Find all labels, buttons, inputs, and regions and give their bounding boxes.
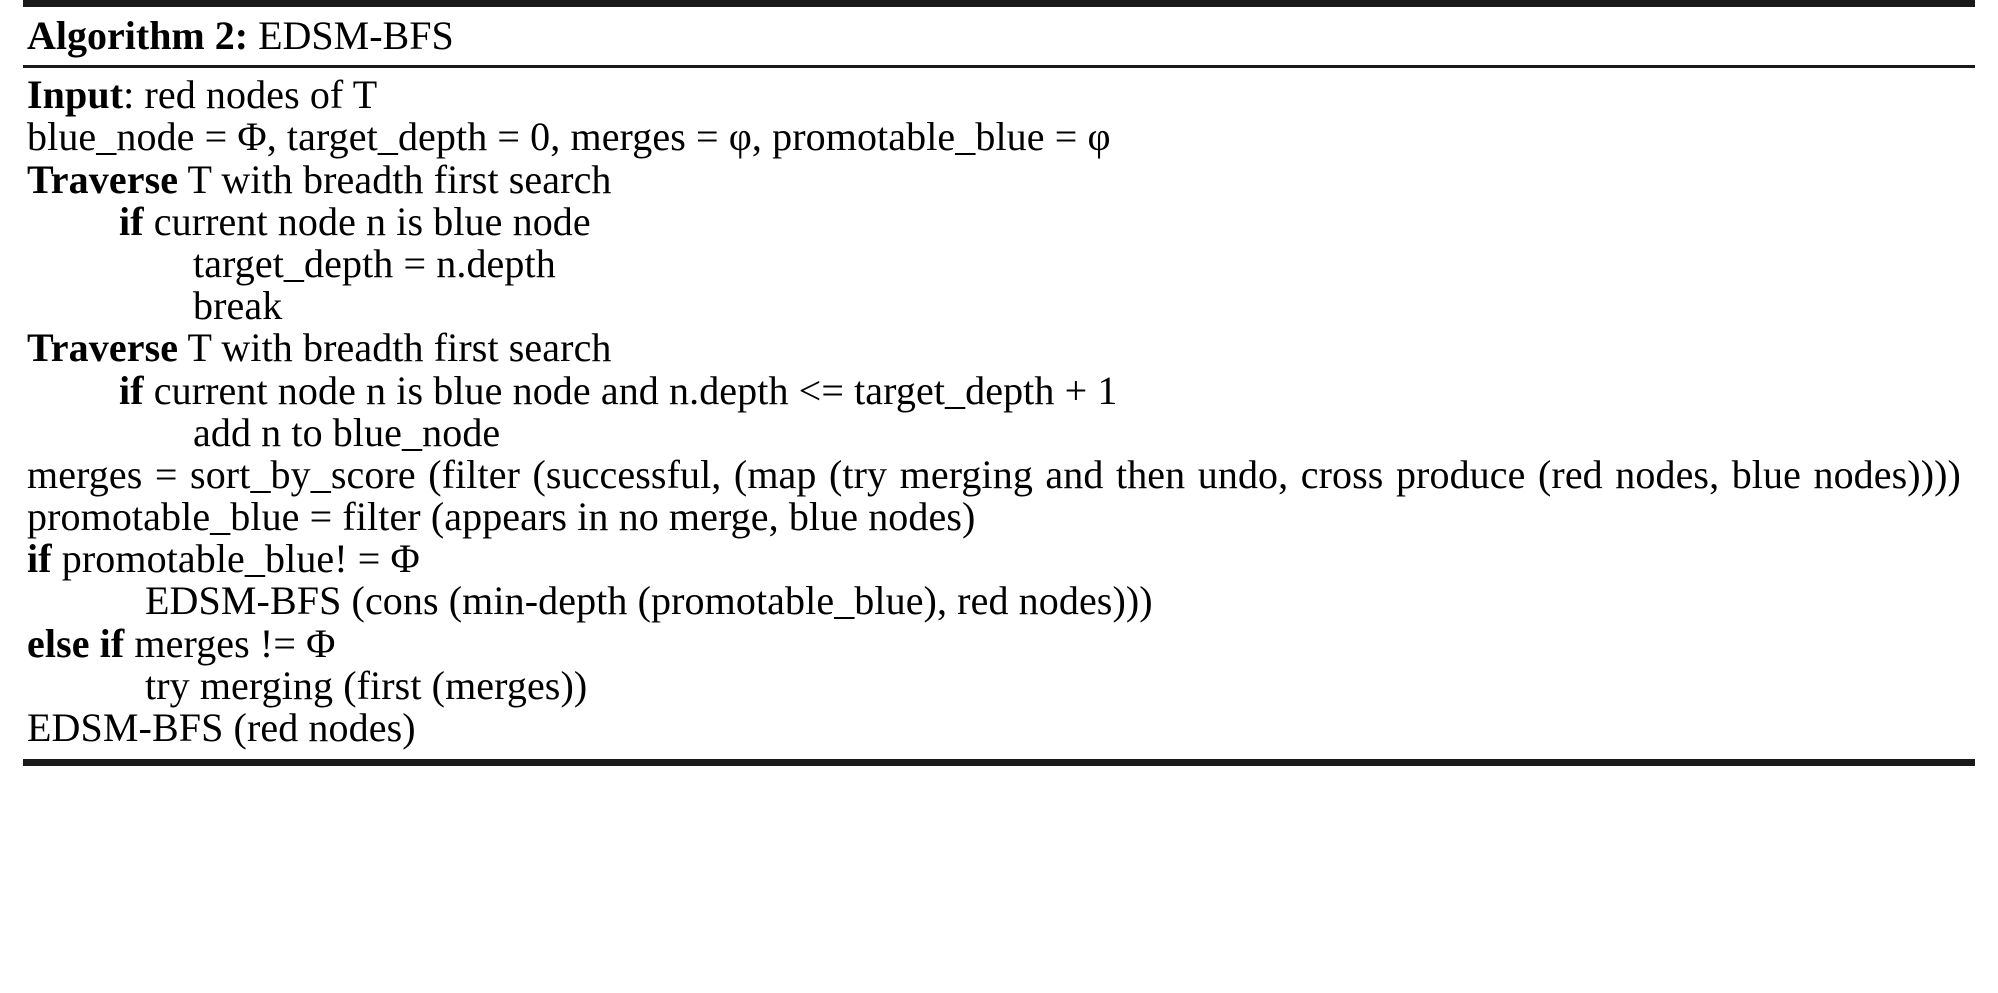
code-line-input: Input: red nodes of T [27, 74, 1975, 116]
code-line-init: blue_node = Φ, target_depth = 0, merges … [27, 116, 1975, 158]
algorithm-caption-keyword: Algorithm 2: [27, 13, 249, 58]
code-text: add n to blue_node [193, 409, 501, 455]
code-line-traverse-1: Traverse T with breadth first search [27, 156, 1975, 202]
code-text: EDSM-BFS (cons (min-depth (promotable_bl… [145, 578, 1153, 624]
code-keyword: Traverse [27, 325, 179, 371]
code-keyword: else if [27, 620, 125, 666]
bottom-rule [23, 759, 1975, 767]
code-line-promotable-assign: promotable_blue = filter (appears in no … [27, 494, 1975, 540]
code-line-recurse-red: EDSM-BFS (red nodes) [27, 705, 1975, 750]
code-line-assign-target-depth: target_depth = n.depth [27, 240, 1975, 286]
code-text: target_depth = n.depth [193, 240, 556, 286]
code-line-else-if-merges: else if merges != Φ [27, 620, 1975, 666]
code-line-if-1: if current node n is blue node [27, 198, 1975, 244]
code-text: break [193, 283, 283, 329]
code-keyword: Traverse [27, 156, 179, 202]
code-text: T with breadth first search [178, 325, 612, 371]
caption-rule [23, 65, 1975, 69]
code-keyword: if [119, 198, 144, 244]
code-keyword: if [27, 536, 52, 582]
code-line-break: break [27, 285, 1975, 327]
code-text: promotable_blue! = Φ [51, 536, 420, 582]
code-line-try-merging: try merging (first (merges)) [27, 662, 1975, 708]
code-text: blue_node = Φ, target_depth = 0, merges … [27, 114, 1111, 160]
code-text: current node n is blue node and n.depth … [143, 367, 1118, 413]
code-text: EDSM-BFS (red nodes) [27, 705, 416, 750]
code-text: try merging (first (merges)) [145, 662, 588, 708]
code-text: T with breadth first search [178, 156, 612, 202]
code-keyword: Input [27, 72, 124, 118]
code-line-traverse-2: Traverse T with breadth first search [27, 327, 1975, 369]
top-rule [23, 0, 1975, 7]
code-text: current node n is blue node [143, 198, 591, 244]
algorithm-caption-name: EDSM-BFS [258, 13, 454, 58]
algorithm-block: Algorithm 2: EDSM-BFS Input: red nodes o… [23, 0, 1975, 767]
code-line-add-n: add n to blue_node [27, 409, 1975, 455]
code-line-recurse-cons: EDSM-BFS (cons (min-depth (promotable_bl… [27, 580, 1975, 622]
code-line-if-2: if current node n is blue node and n.dep… [27, 367, 1975, 413]
code-text: promotable_blue = filter (appears in no … [27, 494, 976, 540]
code-text: : red nodes of T [123, 72, 378, 118]
code-text: merges != Φ [124, 620, 336, 666]
code-keyword: if [119, 367, 144, 413]
code-line-if-promotable: if promotable_blue! = Φ [27, 538, 1975, 580]
code-line-merges-assign: merges = sort_by_score (filter (successf… [27, 451, 1975, 497]
code-text: merges = sort_by_score (filter (successf… [27, 451, 1961, 497]
algorithm-caption: Algorithm 2: EDSM-BFS [23, 7, 1975, 65]
